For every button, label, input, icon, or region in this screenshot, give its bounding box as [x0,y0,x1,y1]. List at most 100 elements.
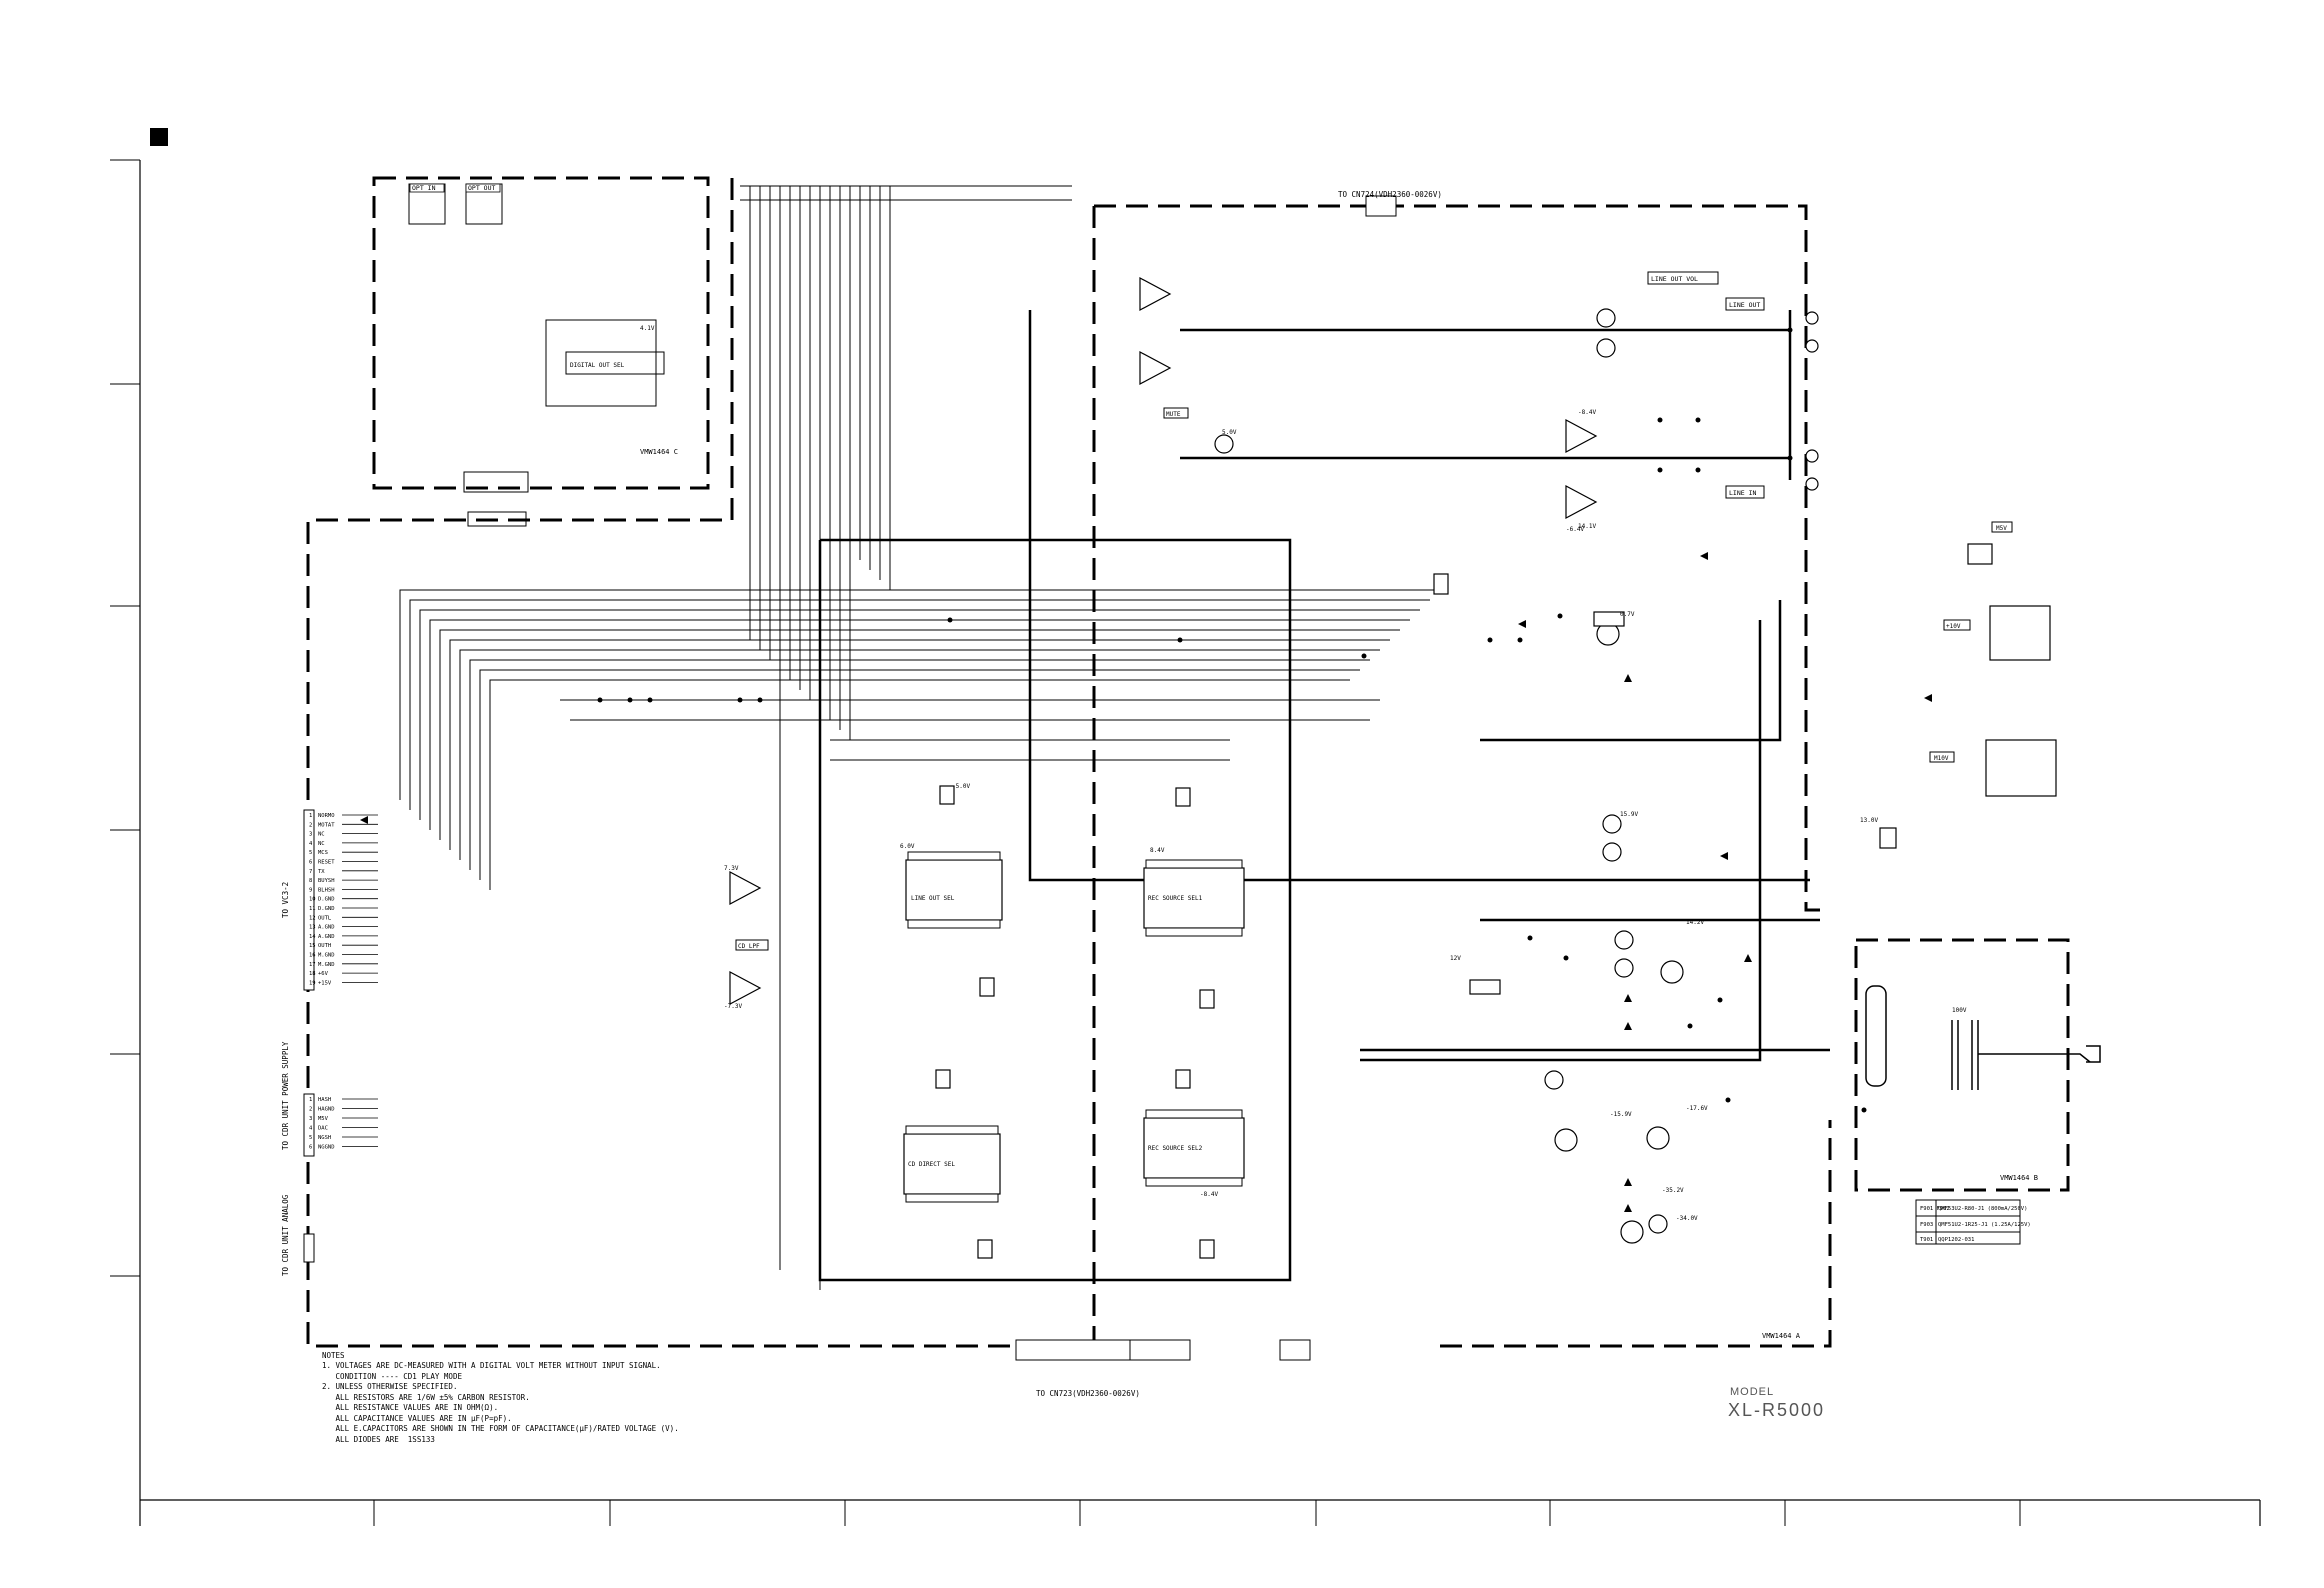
connector-pin-number: 1 [309,813,312,819]
voltage-neg8-4v-b: -8.4V [1200,1191,1218,1198]
heavy-traces [818,310,1830,1282]
op-amps [729,277,1598,1005]
connector-pin-label: BUYSH [318,878,335,884]
connector-pin-number: 14 [309,934,316,940]
to-cn724-label: TO CN724(VDH2360-0026V) [1338,190,1442,199]
connector-pin-number: 8 [309,878,312,884]
rail-m10v: M10V [1934,755,1949,762]
connector-pin-number: 19 [309,980,316,986]
voltage-13v: 13.0V [1860,817,1878,824]
connector-pin-number: 4 [309,841,313,847]
notes-line: NOTES [322,1350,345,1360]
connector-pin-label: M.GND [318,962,335,968]
voltage-neg34v: -34.0V [1676,1215,1698,1222]
opt-out-label: OPT OUT [468,184,495,192]
transformer [1865,985,2101,1090]
parts-table [1915,1199,2021,1245]
connector-pin-number: 2 [309,822,312,828]
voltage-12v: 12V [1450,955,1461,962]
schematic-labels: OPT IN OPT OUT DIGITAL OUT SEL VMW1464 C… [412,184,2038,1398]
connector-pin-label: HAGND [318,1107,335,1113]
notes-line: ALL E.CAPACITORS ARE SHOWN IN THE FORM O… [322,1424,679,1433]
junction-dots [597,327,1867,1113]
connector-pin-number: 10 [309,897,316,903]
connector-pin-number: 3 [309,1116,312,1122]
connector-pin-label: A.GND [318,934,335,940]
voltage-14-2v: 14.2V [1686,919,1704,926]
connector-pin-number: 18 [309,971,316,977]
line-out-sel-label: LINE OUT SEL [911,895,955,902]
connector-pin-label: OUTL [318,915,332,921]
opt-connector-labels [409,183,501,193]
connector-pin-number: 6 [309,860,312,866]
parts-ref-3: T901 [1920,1237,1933,1243]
rca-jacks [1805,311,1819,491]
ic-pin-rows [905,851,1243,1203]
connector-pin-label: OUTH [318,943,331,949]
label-boxes [735,271,2013,951]
connector-pin-label: D.GND [318,906,335,912]
ic-boxes [903,543,2057,1195]
connector-pin-number: 12 [309,915,316,921]
connector-pin-label: +15V [318,980,332,986]
model-name: XL-R5000 [1728,1400,1826,1420]
vertical-bus-lines [749,186,891,1290]
connector-pin-label: M.GND [318,953,335,959]
connector-pin-number: 16 [309,953,316,959]
regulator-boxes [935,573,1897,1259]
to-cdr-analog-label: TO CDR UNIT ANALOG [281,1194,290,1276]
connector-pin-label: NGGND [318,1145,335,1151]
connector-pin-label: NC [318,841,325,847]
to-cdr-power-label: TO CDR UNIT POWER SUPPLY [281,1041,290,1150]
drawing-frame [139,160,2261,1526]
notes-line: ALL DIODES ARE 1SS133 [322,1434,435,1444]
voltage-neg5v: -5.0V [952,783,970,790]
voltage-0-7v: 0.7V [1620,611,1635,618]
connector-pin-number: 2 [309,1107,312,1113]
rail-plus10v: +10V [1946,623,1961,630]
connector-pin-label: +6V [318,971,329,977]
voltage-annotations: 5.0V 7.3V -7.3V -8.4V 14.1V 0.7V 15.9V 1… [640,325,1878,1222]
model-block: MODEL XL-R5000 [1728,1386,1823,1420]
cd-lpf-label: CD LPF [738,943,760,950]
connector-pin-number: 1 [309,1097,312,1103]
model-caption: MODEL [1730,1386,1775,1398]
connector-pin-label: MCS [318,850,328,856]
side-connector-labels: TO VC3-2 TO CDR UNIT POWER SUPPLY TO CDR… [281,882,290,1276]
vc3-connector [303,809,315,991]
cdr-analog-connector [303,1233,315,1263]
top-bus [740,185,1072,201]
connector-pin-label: MOTAT [318,822,335,828]
connector-pin-number: 13 [309,925,316,931]
voltage-neg6-4v: -6.4V [1566,526,1584,533]
connector-pin-number: 5 [309,1135,312,1141]
connector-pin-number: 9 [309,887,312,893]
opt-connectors [408,183,665,527]
voltage-neg8-4v: -8.4V [1578,409,1596,416]
connector-pin-number: 7 [309,869,312,875]
notes-line: 1. VOLTAGES ARE DC-MEASURED WITH A DIGIT… [322,1361,661,1370]
parts-ref-2: F903 [1920,1222,1933,1228]
connector-pin-label: BLHSH [318,887,335,893]
voltage-neg15-9v: -15.9V [1610,1111,1632,1118]
voltage-6v: 6.0V [900,843,915,850]
line-out-vol-label: LINE OUT VOL [1651,275,1698,283]
board-outlines [306,176,2070,1348]
parts-part-1: QMF53U2-R80-J1 (800mA/250V) [1938,1206,2027,1212]
board-c-label: VMW1464 C [640,448,678,456]
rec-source-sel2-label: REC SOURCE SEL2 [1148,1145,1203,1152]
voltage-neg7-3v: -7.3V [724,1003,742,1010]
to-cn723-label: TO CN723(VDH2360-0026V) [1036,1389,1140,1398]
connector-pin-number: 11 [309,906,316,912]
line-out-label: LINE OUT [1729,301,1760,309]
connector-pin-label: NC [318,832,325,838]
voltage-neg17-6v: -17.6V [1686,1105,1708,1112]
connector-pin-number: 5 [309,850,312,856]
connector-pin-label: M5V [318,1116,329,1122]
frame-grid-ticks [110,159,2021,1526]
notes-line: ALL RESISTORS ARE 1/6W ±5% CARBON RESIST… [322,1392,530,1402]
parts-part-3: QQP1202-031 [1938,1237,1974,1243]
connector-pin-label: A.GND [318,925,335,931]
